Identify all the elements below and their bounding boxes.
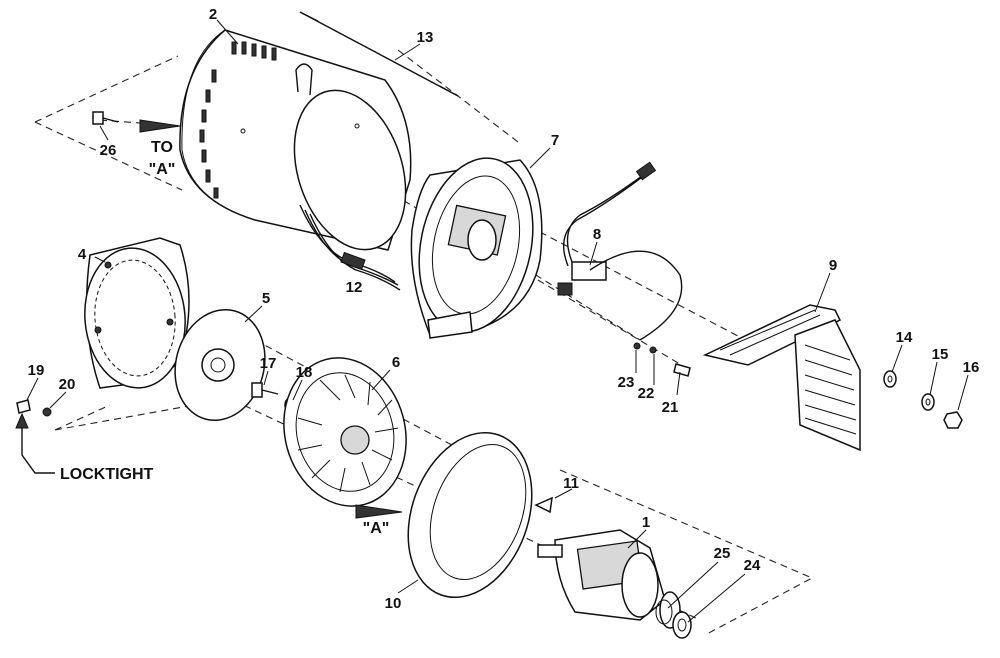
flex-plate-part bbox=[174, 308, 266, 422]
callout-26: 26 bbox=[100, 142, 117, 159]
callout-20: 20 bbox=[59, 376, 76, 393]
front-adapter-part bbox=[84, 237, 190, 389]
brush-screw-set bbox=[633, 342, 691, 377]
callout-8: 8 bbox=[593, 226, 601, 243]
lock-washer-20 bbox=[42, 407, 52, 417]
callout-21: 21 bbox=[662, 399, 679, 416]
leader-lines bbox=[26, 19, 969, 623]
callout-13: 13 bbox=[417, 29, 434, 46]
note-a-top: "A" bbox=[149, 161, 176, 178]
callout-17: 17 bbox=[260, 355, 277, 372]
arrow-to-a-top bbox=[139, 119, 181, 133]
arrow-to-a-bottom bbox=[355, 504, 403, 519]
fan-part bbox=[283, 357, 407, 507]
callout-19: 19 bbox=[28, 362, 45, 379]
washer-14 bbox=[883, 370, 897, 388]
callout-1: 1 bbox=[642, 514, 650, 531]
lock-washer-15 bbox=[921, 393, 935, 411]
callout-4: 4 bbox=[78, 246, 87, 263]
note-locktight: LOCKTIGHT bbox=[60, 466, 154, 483]
ring-part bbox=[407, 431, 533, 599]
stator-housing-part bbox=[179, 29, 412, 251]
locktight-arrow-icon bbox=[15, 412, 29, 429]
tie-rod-part bbox=[299, 11, 459, 97]
wire-harness-part bbox=[299, 204, 401, 291]
callout-22: 22 bbox=[638, 385, 655, 402]
note-to: TO bbox=[151, 139, 173, 156]
callout-16: 16 bbox=[963, 359, 980, 376]
callout-18: 18 bbox=[296, 364, 313, 381]
assembly-boundary-top-left bbox=[34, 121, 183, 191]
callout-5: 5 bbox=[262, 290, 270, 307]
callout-24: 24 bbox=[744, 557, 761, 574]
locktight-leader bbox=[21, 415, 55, 474]
bearing-24 bbox=[672, 611, 692, 639]
callout-9: 9 bbox=[829, 257, 837, 274]
callout-12: 12 bbox=[346, 279, 363, 296]
callout-2: 2 bbox=[209, 6, 217, 23]
callout-14: 14 bbox=[896, 329, 913, 346]
callout-11: 11 bbox=[563, 475, 579, 492]
bolt-17 bbox=[251, 382, 279, 398]
nut-16 bbox=[943, 411, 963, 429]
assembly-boundary-bottom bbox=[54, 379, 814, 636]
screw-26 bbox=[92, 111, 119, 125]
retaining-ring-25 bbox=[655, 599, 673, 625]
fan-blades bbox=[297, 374, 399, 493]
grille-slots bbox=[719, 309, 857, 435]
callout-7: 7 bbox=[551, 132, 559, 149]
key-part bbox=[534, 496, 553, 514]
callout-10: 10 bbox=[385, 595, 402, 612]
callout-15: 15 bbox=[932, 346, 949, 363]
note-a-bottom: "A" bbox=[363, 520, 390, 537]
cooling-slots bbox=[199, 41, 277, 199]
grille-bracket-part bbox=[702, 304, 861, 452]
rotor-part bbox=[537, 529, 681, 629]
brush-holder-part bbox=[557, 161, 683, 341]
screw-19 bbox=[16, 399, 31, 414]
rear-bearing-carrier-part bbox=[410, 157, 543, 339]
callout-23: 23 bbox=[618, 374, 635, 391]
callout-6: 6 bbox=[392, 354, 400, 371]
callout-25: 25 bbox=[714, 545, 731, 562]
